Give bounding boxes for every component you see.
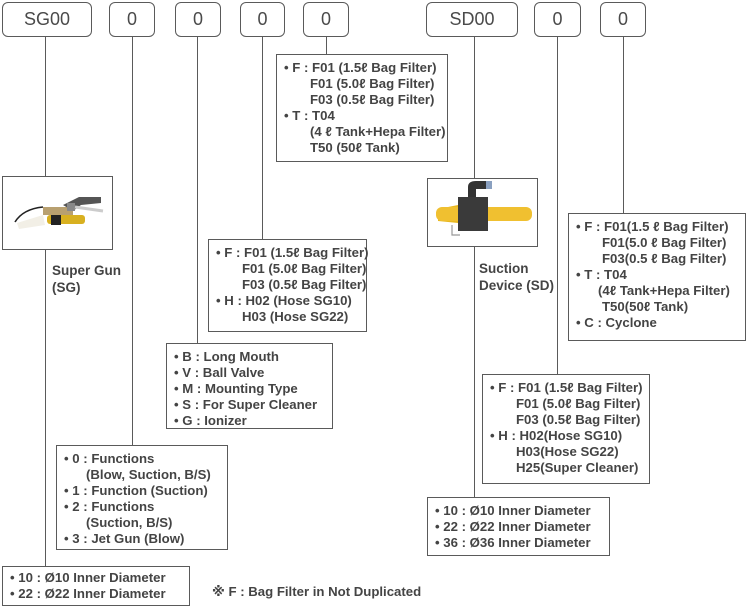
option-line: • 22 : Ø22 Inner Diameter: [435, 519, 591, 534]
option-line: F03 (0.5ℓ Bag Filter): [516, 412, 641, 427]
option-line: • 22 : Ø22 Inner Diameter: [10, 586, 166, 601]
option-line: • V : Ball Valve: [174, 365, 265, 380]
super-gun-image: [2, 176, 113, 250]
suction-device-photo-icon: [436, 181, 532, 236]
option-line: • H : H02(Hose SG10): [490, 428, 623, 443]
super-gun-photo-icon: [14, 197, 104, 229]
caption-line: (SG): [52, 280, 81, 295]
option-line: • 36 : Ø36 Inner Diameter: [435, 535, 591, 550]
option-line: H03(Hose SG22): [516, 444, 619, 459]
caption-line: Suction: [479, 261, 529, 276]
option-line: • M : Mounting Type: [174, 381, 298, 396]
super-gun-caption: Super Gun (SG): [52, 262, 121, 296]
option-line: • T : T04: [576, 267, 627, 282]
code-box-sg-digit-1: 0: [109, 2, 155, 37]
footnote: ※ F : Bag Filter in Not Duplicated: [212, 584, 422, 599]
option-line: • 10 : Ø10 Inner Diameter: [10, 570, 166, 585]
sg-type-options: • B : Long Mouth • V : Ball Valve • M : …: [166, 343, 333, 429]
sd-diameter-options: • 10 : Ø10 Inner Diameter • 22 : Ø22 Inn…: [427, 497, 610, 556]
option-line: • 10 : Ø10 Inner Diameter: [435, 503, 591, 518]
option-line: • G : Ionizer: [174, 413, 247, 428]
option-line: F01 (5.0ℓ Bag Filter): [516, 396, 641, 411]
code-box-sg00: SG00: [2, 2, 92, 37]
sd-hose-filter-options: • F : F01 (1.5ℓ Bag Filter) F01 (5.0ℓ Ba…: [482, 374, 650, 484]
option-line: • 2 : Functions: [64, 499, 155, 514]
sd-tank-filter-options: • F : F01(1.5 ℓ Bag Filter) F01(5.0 ℓ Ba…: [568, 213, 746, 341]
option-line: (4ℓ Tank+Hepa Filter): [598, 283, 730, 298]
option-line: F01 (5.0ℓ Bag Filter): [242, 261, 367, 276]
option-line: F03(0.5 ℓ Bag Filter): [602, 251, 727, 266]
caption-line: Super Gun: [52, 263, 122, 278]
option-line: • 1 : Function (Suction): [64, 483, 208, 498]
option-line: • F : F01 (1.5ℓ Bag Filter): [490, 380, 643, 395]
option-line: (Suction, B/S): [86, 515, 173, 530]
option-line: H03 (Hose SG22): [242, 309, 349, 324]
code-box-sg-digit-4: 0: [303, 2, 349, 37]
connector-sd-digit-2: [623, 37, 624, 213]
connector-sg-digit-3: [262, 37, 263, 239]
option-line: • C : Cyclone: [576, 315, 657, 330]
option-line: H25(Super Cleaner): [516, 460, 639, 475]
option-line: • B : Long Mouth: [174, 349, 279, 364]
option-line: • T : T04: [284, 108, 335, 123]
option-line: F01 (5.0ℓ Bag Filter): [310, 76, 435, 91]
option-line: • F : F01(1.5 ℓ Bag Filter): [576, 219, 729, 234]
sg-function-options: • 0 : Functions (Blow, Suction, B/S) • 1…: [56, 445, 228, 550]
option-line: F01(5.0 ℓ Bag Filter): [602, 235, 727, 250]
connector-sd-digit-1: [557, 37, 558, 374]
option-line: • F : F01 (1.5ℓ Bag Filter): [216, 245, 369, 260]
caption-line: Device (SD): [479, 278, 555, 293]
code-box-sd-digit-1: 0: [534, 2, 581, 37]
option-line: T50 (50ℓ Tank): [310, 140, 400, 155]
code-box-sd-digit-2: 0: [600, 2, 646, 37]
suction-device-caption: Suction Device (SD): [479, 260, 554, 294]
option-line: (4 ℓ Tank+Hepa Filter): [310, 124, 446, 139]
option-line: • F : F01 (1.5ℓ Bag Filter): [284, 60, 437, 75]
option-line: • S : For Super Cleaner: [174, 397, 318, 412]
option-line: • H : H02 (Hose SG10): [216, 293, 352, 308]
code-box-sg-digit-2: 0: [175, 2, 221, 37]
connector-sg-digit-2: [197, 37, 198, 343]
option-line: • 0 : Functions: [64, 451, 155, 466]
suction-device-image: [427, 178, 538, 247]
option-line: F03 (0.5ℓ Bag Filter): [310, 92, 435, 107]
connector-sg-digit-4: [326, 37, 327, 54]
connector-sg-digit-1: [132, 37, 133, 445]
connector-sg00: [45, 37, 46, 572]
option-line: F03 (0.5ℓ Bag Filter): [242, 277, 367, 292]
code-box-sg-digit-3: 0: [240, 2, 285, 37]
code-box-sd00: SD00: [426, 2, 518, 37]
option-line: (Blow, Suction, B/S): [86, 467, 211, 482]
sg-tank-filter-options: • F : F01 (1.5ℓ Bag Filter) F01 (5.0ℓ Ba…: [276, 54, 448, 162]
option-line: T50(50ℓ Tank): [602, 299, 689, 314]
sg-diameter-options: • 10 : Ø10 Inner Diameter • 22 : Ø22 Inn…: [2, 566, 190, 606]
connector-sd00: [474, 37, 475, 497]
option-line: • 3 : Jet Gun (Blow): [64, 531, 185, 546]
sg-hose-filter-options: • F : F01 (1.5ℓ Bag Filter) F01 (5.0ℓ Ba…: [208, 239, 369, 332]
